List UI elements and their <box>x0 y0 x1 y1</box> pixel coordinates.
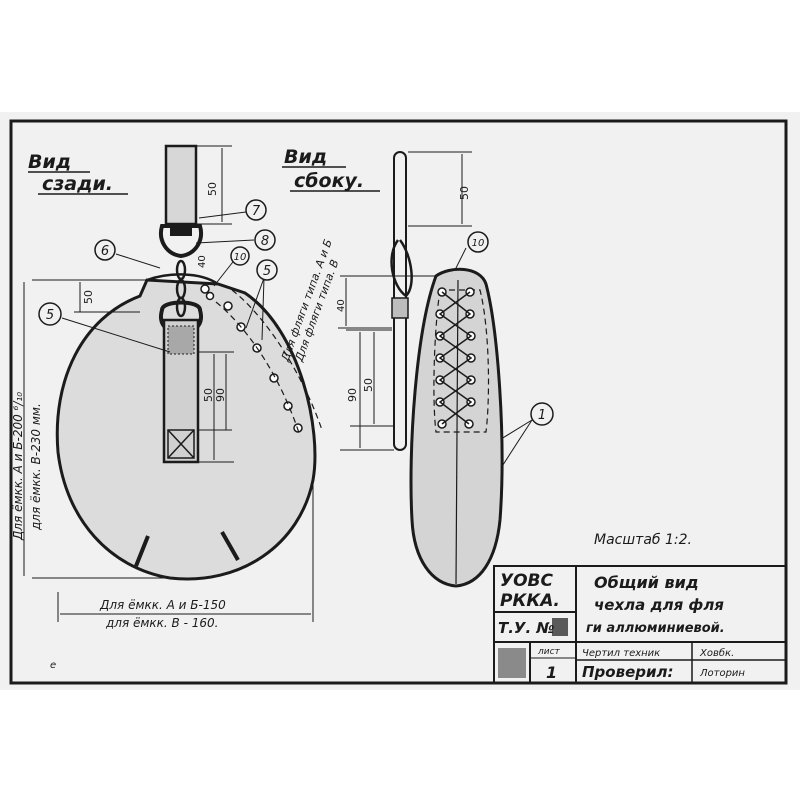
callout-7: 5 <box>256 259 278 281</box>
tu-number: Т.У. № <box>498 619 554 637</box>
title-line-2: чехла для фля <box>594 596 724 614</box>
title-block: УОВС РККА. Т.У. № Общий вид чехла для фл… <box>493 565 787 684</box>
sheet-label: лист <box>537 647 561 657</box>
note-vertical-2: для ёмкк. В-230 мм. <box>29 403 43 531</box>
note-bottom-2: для ёмкк. В - 160. <box>105 616 218 630</box>
strap-cross-stitch <box>167 429 195 459</box>
drawn-label: Чертил техник <box>582 648 660 659</box>
callout-5: 5 <box>38 302 62 326</box>
dim-strap-lower-b: 90 <box>214 388 227 402</box>
svg-text:10: 10 <box>472 238 485 249</box>
flask-back-view <box>55 144 323 581</box>
bottom-slit <box>134 535 150 567</box>
svg-text:5: 5 <box>46 308 54 323</box>
dim-side-lower-b: 50 <box>362 378 375 392</box>
stray-mark: е <box>50 660 56 671</box>
org-line-2: РККА. <box>500 591 560 611</box>
title-line-3: ги аллюминиевой. <box>586 621 725 636</box>
lace-flap-outline <box>231 289 323 431</box>
svg-text:5: 5 <box>263 264 271 279</box>
callout-9: 8 <box>254 229 276 251</box>
dim-neck-mid: 40 <box>197 255 208 268</box>
title-line-1: Общий вид <box>594 573 699 592</box>
connecting-chain <box>175 259 187 318</box>
back-view-dimensions <box>23 145 314 622</box>
side-center-seam <box>455 279 459 585</box>
drawing-frame <box>9 119 788 685</box>
side-view-label: Вид сбоку. <box>282 146 380 192</box>
side-lace-panel <box>433 289 490 433</box>
dim-strap-lower-a: 50 <box>202 388 215 402</box>
side-view-label-line1: Вид <box>284 146 327 168</box>
svg-text:8: 8 <box>261 234 269 249</box>
side-view-label-line2: сбоку. <box>294 170 364 192</box>
lace-flap-outline <box>215 301 301 437</box>
dim-side-top: 50 <box>458 186 471 200</box>
drawn-name: Ховбк. <box>699 647 734 659</box>
flask-side-view: 1 10 <box>390 151 554 588</box>
strap-buckle <box>170 228 192 236</box>
corner-redaction <box>498 648 526 678</box>
note-bottom-1: Для ёмкк. А и Б-150 <box>99 598 226 612</box>
callout-10-side: 10 <box>467 231 489 253</box>
side-lace <box>438 291 473 425</box>
side-view-dimension-labels: 50 40 90 50 <box>336 186 471 402</box>
strap-stitching <box>167 325 195 355</box>
back-view-label: Вид сзади. <box>28 151 128 195</box>
svg-text:6: 6 <box>101 244 109 259</box>
bottom-slit <box>220 531 240 561</box>
back-view-label-line1: Вид <box>28 151 71 173</box>
callout-8: 7 <box>245 199 267 221</box>
upper-strap <box>164 144 198 226</box>
checked-label: Проверил: <box>582 663 674 681</box>
side-view-dimensions <box>338 151 472 451</box>
callout-1: 1 <box>530 402 554 426</box>
scale-note: Масштаб 1:2. <box>594 532 692 548</box>
org-line-1: УОВС <box>500 571 554 591</box>
note-vertical-1: Для ёмкк. А и Б-200 ⁶/₁₀ <box>11 392 25 541</box>
svg-text:10: 10 <box>234 252 247 263</box>
callout-6: 6 <box>94 239 116 261</box>
dim-side-mid: 40 <box>336 299 347 312</box>
dim-neck-left: 50 <box>82 290 95 304</box>
checked-name: Лоторин <box>699 668 745 679</box>
side-clip <box>391 297 409 319</box>
dim-strap-top: 50 <box>206 182 219 196</box>
back-view-label-line2: сзади. <box>42 173 113 195</box>
side-chain <box>390 239 413 298</box>
lacing-holes <box>200 284 303 433</box>
tu-redaction <box>552 618 568 636</box>
strap-ring-upper <box>159 224 203 259</box>
sheet-number: 1 <box>546 663 557 682</box>
callout-10-back: 10 <box>230 246 250 266</box>
dim-side-lower-a: 90 <box>346 388 359 402</box>
svg-text:1: 1 <box>538 408 546 423</box>
svg-text:7: 7 <box>252 204 261 219</box>
